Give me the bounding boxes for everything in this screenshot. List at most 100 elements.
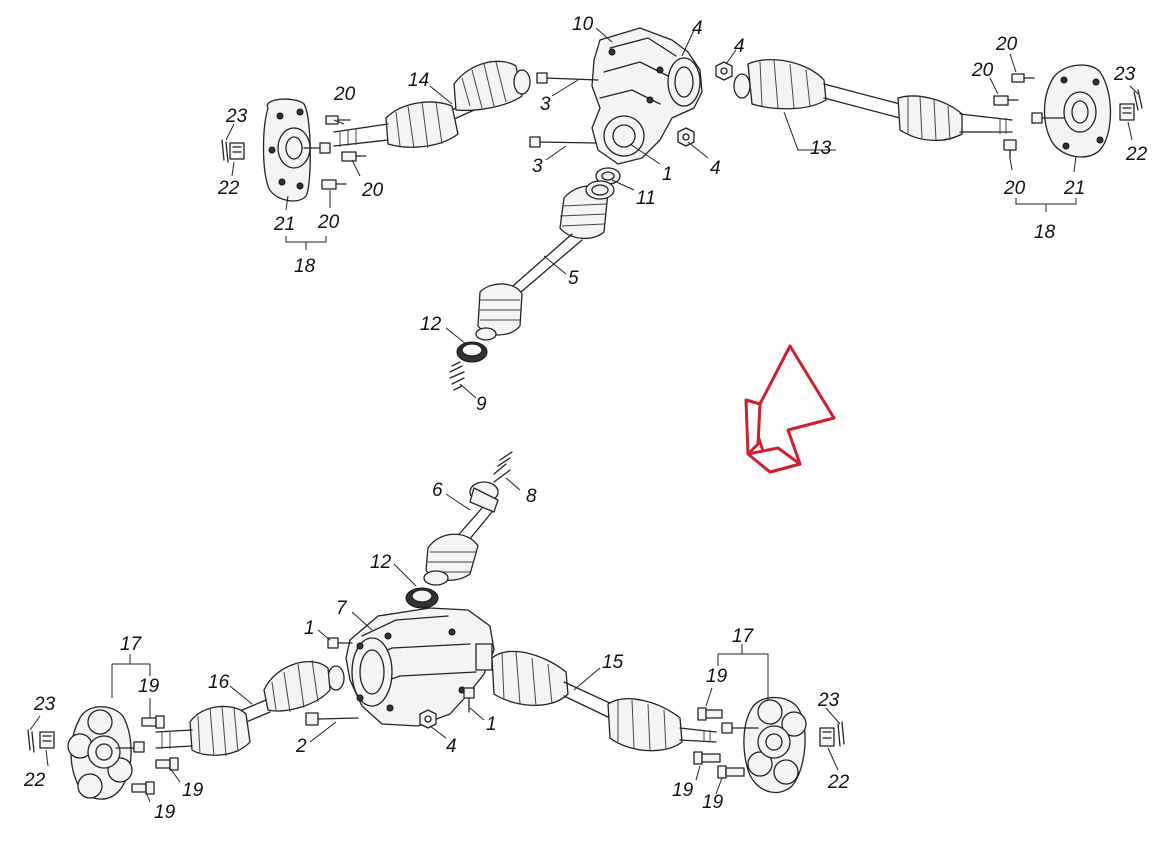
label-1-bottom-a: 1 bbox=[304, 618, 315, 639]
top-left-hub-bolt-lower bbox=[321, 179, 347, 190]
label-1-bottom-b: 1 bbox=[486, 714, 497, 735]
top-right-drive-shaft bbox=[733, 58, 1013, 142]
label-21-top-right: 21 bbox=[1063, 178, 1085, 199]
bottom-differential-housing bbox=[345, 607, 495, 727]
label-3-top-b: 3 bbox=[532, 156, 543, 177]
label-19-bottom-right-c: 19 bbox=[702, 792, 724, 813]
label-7-bottom: 7 bbox=[336, 598, 348, 619]
bottom-assembly: 6 8 12 7 1 1 2 4 16 15 17 19 19 19 23 22… bbox=[23, 451, 850, 823]
top-right-hub-bolt-upper bbox=[1011, 73, 1035, 83]
label-13-top: 13 bbox=[810, 138, 832, 159]
bottom-right-drive-shaft bbox=[491, 650, 717, 752]
bottom-nut-4 bbox=[419, 709, 437, 729]
bottom-seal-12 bbox=[405, 587, 439, 609]
top-left-drive-shaft bbox=[333, 60, 531, 149]
label-22-top-right: 22 bbox=[1125, 144, 1148, 165]
label-20-top-left-b: 20 bbox=[361, 180, 384, 201]
label-19-bottom-left-b: 19 bbox=[182, 780, 204, 801]
top-seal-11 bbox=[585, 180, 615, 200]
bottom-left-wheel-hub bbox=[67, 706, 145, 800]
label-4-top-c: 4 bbox=[710, 158, 721, 179]
top-nut-lower bbox=[677, 127, 695, 147]
top-seal-12 bbox=[456, 341, 488, 363]
label-20-top-right-b: 20 bbox=[971, 60, 994, 81]
top-nut-right bbox=[715, 61, 733, 81]
bottom-drive-shaft-6 bbox=[423, 481, 499, 586]
bottom-right-hub-bolt-lower bbox=[717, 765, 745, 779]
bottom-leader-lines bbox=[29, 477, 841, 803]
label-12-bottom: 12 bbox=[370, 552, 392, 573]
bottom-right-pin-23 bbox=[837, 721, 845, 747]
top-left-hub-bolt-middle bbox=[341, 151, 367, 162]
label-2-bottom: 2 bbox=[295, 736, 307, 757]
label-4-top-b: 4 bbox=[734, 36, 745, 57]
top-spring-9 bbox=[449, 361, 465, 391]
label-19-bottom-left-c: 19 bbox=[154, 802, 176, 823]
arrow-side-face bbox=[744, 398, 762, 456]
label-10-top: 10 bbox=[572, 14, 594, 35]
arrow-bottom-face bbox=[746, 446, 802, 474]
label-23-top-right: 23 bbox=[1113, 64, 1136, 85]
bottom-right-wheel-hub bbox=[721, 696, 807, 794]
label-15-bottom: 15 bbox=[602, 652, 624, 673]
top-right-wheel-hub bbox=[1031, 64, 1112, 158]
label-20-top-left-a: 20 bbox=[333, 84, 356, 105]
label-9-top: 9 bbox=[476, 394, 487, 415]
label-18-top-right: 18 bbox=[1034, 222, 1056, 243]
bottom-bolt-1-upper bbox=[327, 637, 353, 649]
top-leader-lines bbox=[225, 27, 1139, 399]
bottom-right-hub-bolt-middle bbox=[693, 751, 721, 765]
top-left-hub-bolt-upper bbox=[325, 115, 351, 125]
label-4-bottom: 4 bbox=[446, 736, 457, 757]
label-11-top: 11 bbox=[636, 188, 656, 209]
label-20-top-right-a: 20 bbox=[995, 34, 1018, 55]
top-long-bolt-lower bbox=[529, 136, 597, 148]
bottom-long-bolt-2 bbox=[305, 712, 359, 726]
direction-arrow bbox=[744, 344, 836, 474]
bottom-left-drive-shaft bbox=[155, 659, 345, 757]
label-22-bottom-left: 22 bbox=[23, 770, 46, 791]
label-23-bottom-right: 23 bbox=[817, 690, 840, 711]
top-differential-housing bbox=[591, 27, 703, 165]
bottom-bolt-1-lower bbox=[463, 687, 475, 713]
label-17-bottom-right: 17 bbox=[732, 626, 755, 647]
top-right-hub-bolt-middle bbox=[993, 95, 1019, 106]
label-22-bottom-right: 22 bbox=[827, 772, 850, 793]
bottom-left-pin-23 bbox=[27, 729, 35, 753]
label-1-top: 1 bbox=[662, 164, 673, 185]
label-12-top: 12 bbox=[420, 314, 442, 335]
label-20-top-left-c: 20 bbox=[317, 212, 340, 233]
label-20-top-right-c: 20 bbox=[1003, 178, 1026, 199]
top-right-pin-23 bbox=[1133, 89, 1143, 111]
bottom-right-cap-22 bbox=[819, 727, 835, 747]
label-6-bottom: 6 bbox=[432, 480, 443, 501]
label-19-bottom-left-a: 19 bbox=[138, 676, 160, 697]
label-4-top-a: 4 bbox=[692, 18, 703, 39]
top-right-cap-22 bbox=[1119, 103, 1135, 121]
label-3-top-a: 3 bbox=[540, 94, 551, 115]
label-23-bottom-left: 23 bbox=[33, 694, 56, 715]
label-8-bottom: 8 bbox=[526, 486, 537, 507]
top-assembly: 10 4 4 3 3 1 4 11 14 13 5 12 9 23 22 20 … bbox=[217, 14, 1148, 415]
label-18-top-left: 18 bbox=[294, 256, 316, 277]
label-23-top-left: 23 bbox=[225, 106, 248, 127]
top-left-pin-23 bbox=[221, 139, 229, 163]
bottom-left-cap-22 bbox=[39, 731, 55, 749]
label-16-bottom: 16 bbox=[208, 672, 230, 693]
label-21-top-left: 21 bbox=[273, 214, 295, 235]
top-left-cap-22 bbox=[229, 142, 245, 160]
bottom-left-hub-bolt-lower bbox=[131, 781, 155, 795]
top-right-hub-bolt-lower bbox=[1003, 139, 1017, 159]
label-19-bottom-right-b: 19 bbox=[672, 780, 694, 801]
bottom-stud-8 bbox=[493, 451, 513, 483]
top-long-bolt-upper bbox=[536, 72, 599, 84]
label-5-top: 5 bbox=[568, 268, 579, 289]
label-17-bottom-left: 17 bbox=[120, 634, 143, 655]
bottom-right-hub-bolt-upper bbox=[697, 707, 723, 721]
bottom-left-hub-bolt-middle bbox=[155, 757, 179, 771]
bottom-left-hub-bolt-upper bbox=[141, 715, 165, 729]
label-14-top: 14 bbox=[408, 70, 429, 91]
top-left-wheel-hub bbox=[262, 98, 331, 202]
label-19-bottom-right-a: 19 bbox=[706, 666, 728, 687]
